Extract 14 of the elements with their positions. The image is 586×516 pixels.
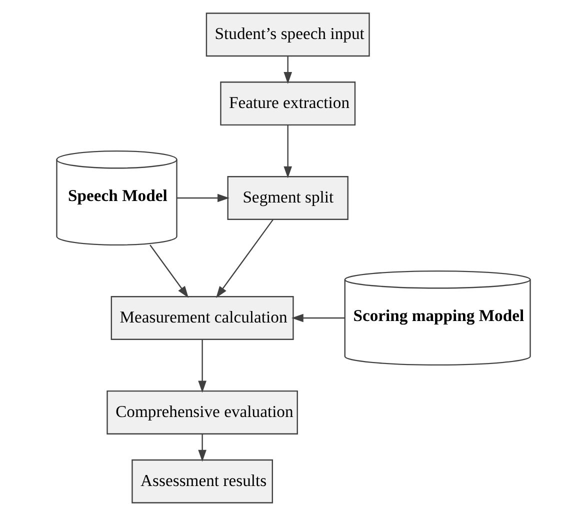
arrow [198, 340, 206, 393]
node-box: Student’s speech input [205, 12, 370, 57]
arrow [283, 56, 292, 84]
node-box: Assessment results [131, 459, 272, 504]
node-box: Segment split [226, 176, 348, 220]
arrow [290, 314, 344, 322]
node-box: Feature extraction [220, 82, 356, 126]
arrow [149, 244, 188, 298]
arrow [215, 219, 273, 298]
node-box: Comprehensive evaluation [106, 390, 298, 434]
arrow [198, 434, 206, 462]
arrow [283, 125, 292, 178]
node-box: Measurement calculation [110, 296, 294, 340]
arrow [176, 194, 229, 202]
